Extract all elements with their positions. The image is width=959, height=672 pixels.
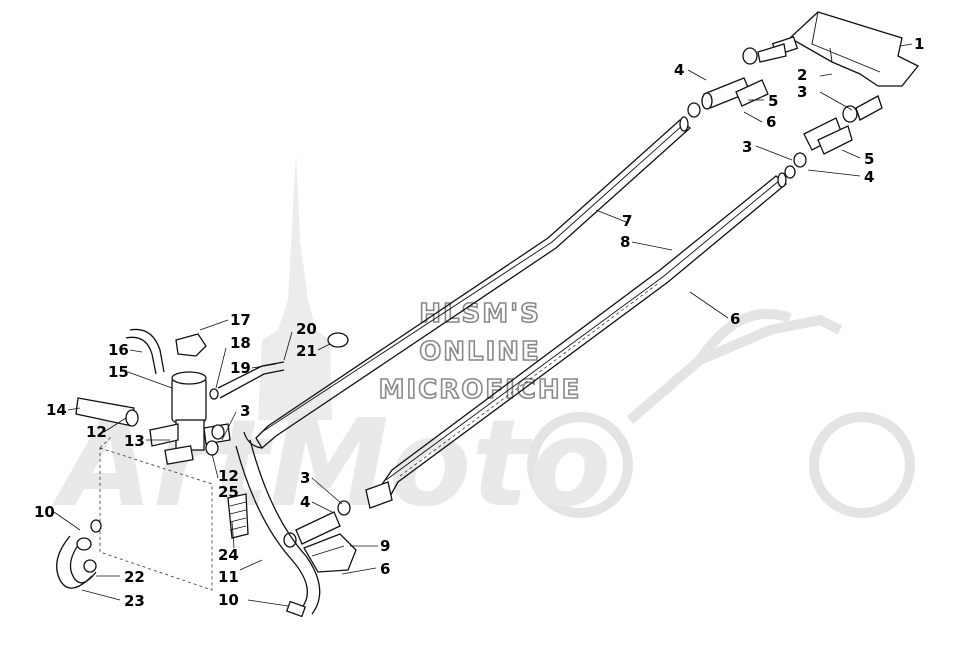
watermark-line-1: HLSM'S <box>419 299 541 329</box>
part-radiator-box <box>90 435 213 591</box>
callout-12-right: 12 <box>218 467 239 485</box>
callout-4-mid: 4 <box>864 168 874 186</box>
callout-15: 15 <box>108 363 129 381</box>
callout-2: 2 <box>797 66 807 84</box>
watermark-line-2: ONLINE <box>419 337 541 367</box>
watermark-group: ArtMoto HLSM'S ONLINE MICROFICHE <box>52 152 915 534</box>
part-upper-coolant-tube <box>243 116 692 449</box>
callout-4-lower: 4 <box>300 493 310 511</box>
callout-labels: 1 2 3 3 3 3 4 4 4 5 5 6 6 6 7 8 9 10 10 … <box>34 35 924 610</box>
callout-11: 11 <box>218 568 239 586</box>
part-mount-plate <box>303 533 357 573</box>
callout-7: 7 <box>622 212 632 230</box>
part-hoses-left <box>56 328 349 618</box>
part-upper-fittings <box>742 43 883 123</box>
callout-18: 18 <box>230 334 251 352</box>
callout-3-left: 3 <box>240 402 250 420</box>
callout-9: 9 <box>380 537 390 555</box>
callout-6-lower: 6 <box>380 560 390 578</box>
callout-19: 19 <box>230 359 251 377</box>
part-upper-couplers <box>687 77 853 179</box>
callout-3-mid: 3 <box>742 138 752 156</box>
watermark-line-3: MICROFICHE <box>379 375 582 405</box>
callout-16: 16 <box>108 341 129 359</box>
callout-17: 17 <box>230 311 251 329</box>
callout-22: 22 <box>124 568 145 586</box>
callout-3-lower: 3 <box>300 469 310 487</box>
callout-1: 1 <box>914 35 924 53</box>
watermark-motorcycle <box>527 308 915 518</box>
callout-12-left: 12 <box>86 423 107 441</box>
part-heat-exchanger-bracket <box>771 11 920 87</box>
callout-10-bottom: 10 <box>218 591 239 609</box>
callout-6-top: 6 <box>766 113 776 131</box>
callout-20: 20 <box>296 320 317 338</box>
callout-5-mid: 5 <box>864 150 874 168</box>
leader-lines <box>53 43 913 607</box>
callout-24: 24 <box>218 546 239 564</box>
callout-3-top: 3 <box>797 83 807 101</box>
callout-10-left: 10 <box>34 503 55 521</box>
callout-5-top: 5 <box>768 92 778 110</box>
watermark-logo: ArtMoto <box>52 395 611 534</box>
part-lower-couplers <box>283 500 357 573</box>
callout-25: 25 <box>218 483 239 501</box>
part-lower-coolant-tube <box>365 172 788 509</box>
callout-21: 21 <box>296 342 317 360</box>
callout-4-top: 4 <box>674 61 684 79</box>
callout-13: 13 <box>124 432 145 450</box>
callout-8: 8 <box>620 233 630 251</box>
watermark-spire <box>258 152 332 420</box>
part-expansion-tank <box>149 333 231 465</box>
callout-14: 14 <box>46 401 67 419</box>
callout-6-mid: 6 <box>730 310 740 328</box>
callout-23: 23 <box>124 592 145 610</box>
